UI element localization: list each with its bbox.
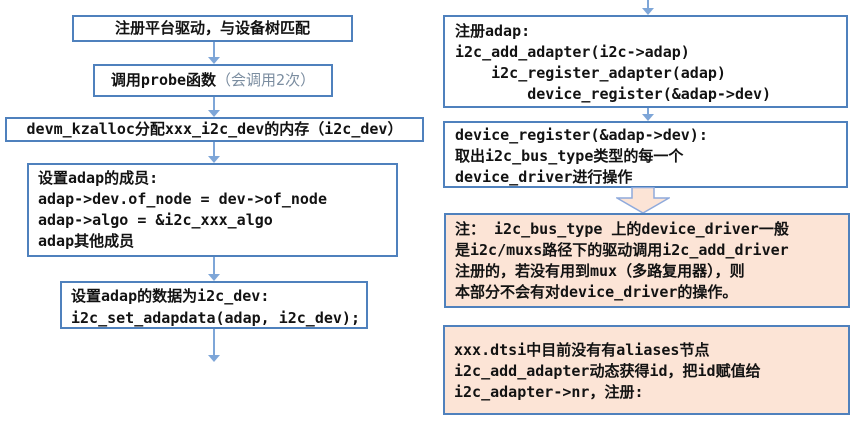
down-arrow-icon [208, 97, 220, 117]
arrow-head [208, 156, 220, 163]
arrow-head [208, 355, 220, 362]
flow-box-line: device_register(&adap->dev) [455, 85, 772, 103]
down-arrow-icon [642, 0, 654, 15]
arrow-head [642, 114, 654, 121]
flow-box-text: devm_kzalloc分配xxx_i2c_dev的内存（i2c_dev） [26, 120, 403, 138]
note-line: xxx.dtsi中目前没有有aliases节点 [454, 341, 710, 359]
down-arrow-icon [642, 108, 654, 121]
down-arrow-icon [208, 42, 220, 64]
note-box-device-driver: 注： i2c_bus_type 上的device_driver一般 是i2c/m… [444, 213, 850, 308]
arrow-shaft [213, 97, 215, 112]
arrow-shaft [213, 257, 215, 276]
arrow-shaft [647, 108, 649, 116]
arrow-head [208, 110, 220, 117]
flow-box-register-adap: 注册adap: i2c_add_adapter(i2c->adap) i2c_r… [443, 15, 848, 108]
flow-box-line: 设置adap的成员: [38, 169, 159, 187]
note-line: i2c_add_adapter动态获得id，把id赋值给 [454, 362, 761, 380]
down-arrow-icon [208, 329, 220, 362]
note-line: 注册的，若没有用到mux（多路复用器），则 [455, 262, 745, 280]
arrow-shaft [213, 142, 215, 158]
flow-box-set-adapdata: 设置adap的数据为i2c_dev: i2c_set_adapdata(adap… [60, 281, 368, 329]
arrow-shaft [213, 42, 215, 59]
note-box-aliases: xxx.dtsi中目前没有有aliases节点 i2c_add_adapter动… [443, 325, 850, 415]
flow-box-call-probe: 调用probe函数（会调用2次） [93, 64, 333, 97]
arrow-head [642, 8, 654, 15]
arrow-head [208, 274, 220, 281]
flow-box-line: i2c_set_adapdata(adap, i2c_dev); [71, 309, 360, 327]
flow-box-line: 注册adap: [455, 22, 531, 40]
flow-box-line: 设置adap的数据为i2c_dev: [71, 287, 270, 305]
flow-box-line: device_driver进行操作 [455, 168, 633, 186]
flow-box-line: i2c_add_adapter(i2c->adap) [455, 43, 690, 61]
arrow-head [208, 57, 220, 64]
note-line: i2c_adapter->nr，注册: [454, 383, 644, 401]
flow-box-devm-kzalloc: devm_kzalloc分配xxx_i2c_dev的内存（i2c_dev） [5, 117, 424, 142]
flow-box-line: adap其他成员 [38, 232, 135, 250]
down-arrow-icon [208, 142, 220, 163]
flow-box-line: adap->algo = &i2c_xxx_algo [38, 211, 273, 229]
arrow-shaft [213, 329, 215, 357]
note-line: 是i2c/muxs路径下的驱动调用i2c_add_driver [455, 241, 789, 259]
note-line: 注： i2c_bus_type 上的device_driver一般 [455, 220, 789, 238]
flow-box-text: 注册平台驱动，与设备树匹配 [114, 19, 310, 37]
flow-box-line: device_register(&adap->dev): [455, 126, 708, 144]
flow-box-register-platform-driver: 注册平台驱动，与设备树匹配 [72, 15, 353, 42]
flow-box-line: 取出i2c_bus_type类型的每一个 [455, 147, 684, 165]
arrow-shaft [647, 0, 649, 10]
flow-box-line: i2c_register_adapter(adap) [455, 64, 726, 82]
block-down-arrow-icon [614, 186, 672, 218]
flow-box-device-register: device_register(&adap->dev): 取出i2c_bus_t… [443, 121, 848, 188]
note-line: 本部分不会有对device_driver的操作。 [455, 283, 738, 301]
flow-box-note-text: （会调用2次） [216, 71, 316, 89]
flow-box-text: 调用probe函数 [110, 71, 217, 89]
flow-box-set-adap-members: 设置adap的成员: adap->dev.of_node = dev->of_n… [27, 163, 398, 257]
down-arrow-icon [208, 257, 220, 281]
flow-box-line: adap->dev.of_node = dev->of_node [38, 190, 327, 208]
